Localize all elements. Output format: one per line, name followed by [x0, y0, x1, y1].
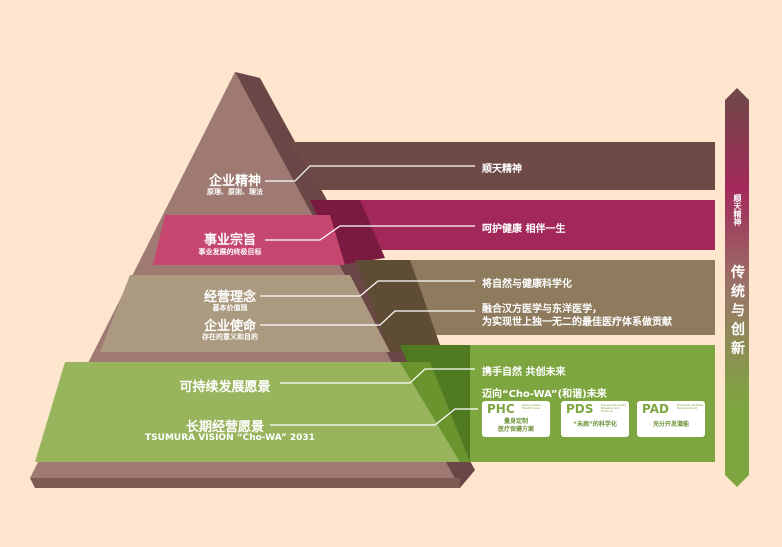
layer-item: 呵护健康 相伴一生	[482, 224, 566, 235]
pad-box: PAD Potential Abilities Development 充分开发…	[637, 401, 705, 437]
box-desc: 医疗保健方案	[497, 426, 534, 433]
phc-box: PHC Personalized Health Care 量身定制医疗保健方案	[482, 401, 550, 437]
arrow-char: 创	[731, 322, 745, 338]
box-desc: 量身定制	[503, 418, 528, 425]
layer-title: 事业宗旨	[203, 233, 256, 248]
pds-box: PDS Pre-symptomatic Disease and Science …	[561, 401, 629, 437]
box-sub: Pre-symptomatic Disease and Science	[601, 403, 627, 413]
layer-subtitle: TSUMURA VISION “Cho-WA” 2031	[145, 433, 315, 443]
layer-title: 可持续发展愿景	[179, 380, 271, 395]
layer-subtitle: 原理、原则、理法	[207, 188, 263, 196]
arrow-small-label: 顺天精神	[733, 194, 742, 226]
layer-item: 将自然与健康科学化	[482, 279, 572, 290]
layer-philosophy-box	[100, 275, 390, 352]
box-code: PDS	[566, 402, 594, 416]
box-code: PAD	[642, 402, 669, 416]
layer-title: 企业精神	[208, 174, 261, 189]
layer-subtitle: 存在的意义和目的	[202, 333, 258, 341]
arrow-char: 统	[731, 284, 745, 300]
layer-item: 顺天精神	[482, 164, 522, 175]
layer-subtitle: 事业发展的终极目标	[198, 248, 262, 256]
layer-title: 经营理念	[203, 290, 256, 305]
box-desc: 充分开发潜能	[652, 421, 689, 428]
tradition-innovation-arrow	[725, 88, 749, 487]
band-spirit	[290, 142, 715, 190]
layer-vision-box	[35, 362, 460, 462]
box-sub: Potential Abilities Development	[677, 403, 703, 410]
layer-item: 迈向“Cho-WA”(和谐)未来	[482, 389, 607, 400]
layer-item: 为实现世上独一无二的最佳医疗体系做贡献	[482, 317, 672, 328]
arrow-char: 传	[731, 265, 745, 281]
layer-title: 长期经营愿景	[185, 420, 264, 435]
arrow-char: 新	[731, 341, 745, 357]
layer-item: 融合汉方医学与东洋医学，	[482, 304, 602, 315]
layer-title: 企业使命	[203, 319, 256, 334]
layer-mission-box	[153, 215, 345, 265]
layer-item: 携手自然 共创未来	[482, 367, 566, 378]
box-code: PHC	[487, 402, 515, 416]
arrow-label: 传 统 与 创 新	[728, 264, 748, 359]
box-sub: Personalized Health Care	[522, 403, 541, 410]
layer-subtitle: 基本价值观	[212, 304, 248, 312]
arrow-char: 与	[731, 303, 745, 319]
box-desc: “未病”的科学化	[573, 421, 617, 428]
